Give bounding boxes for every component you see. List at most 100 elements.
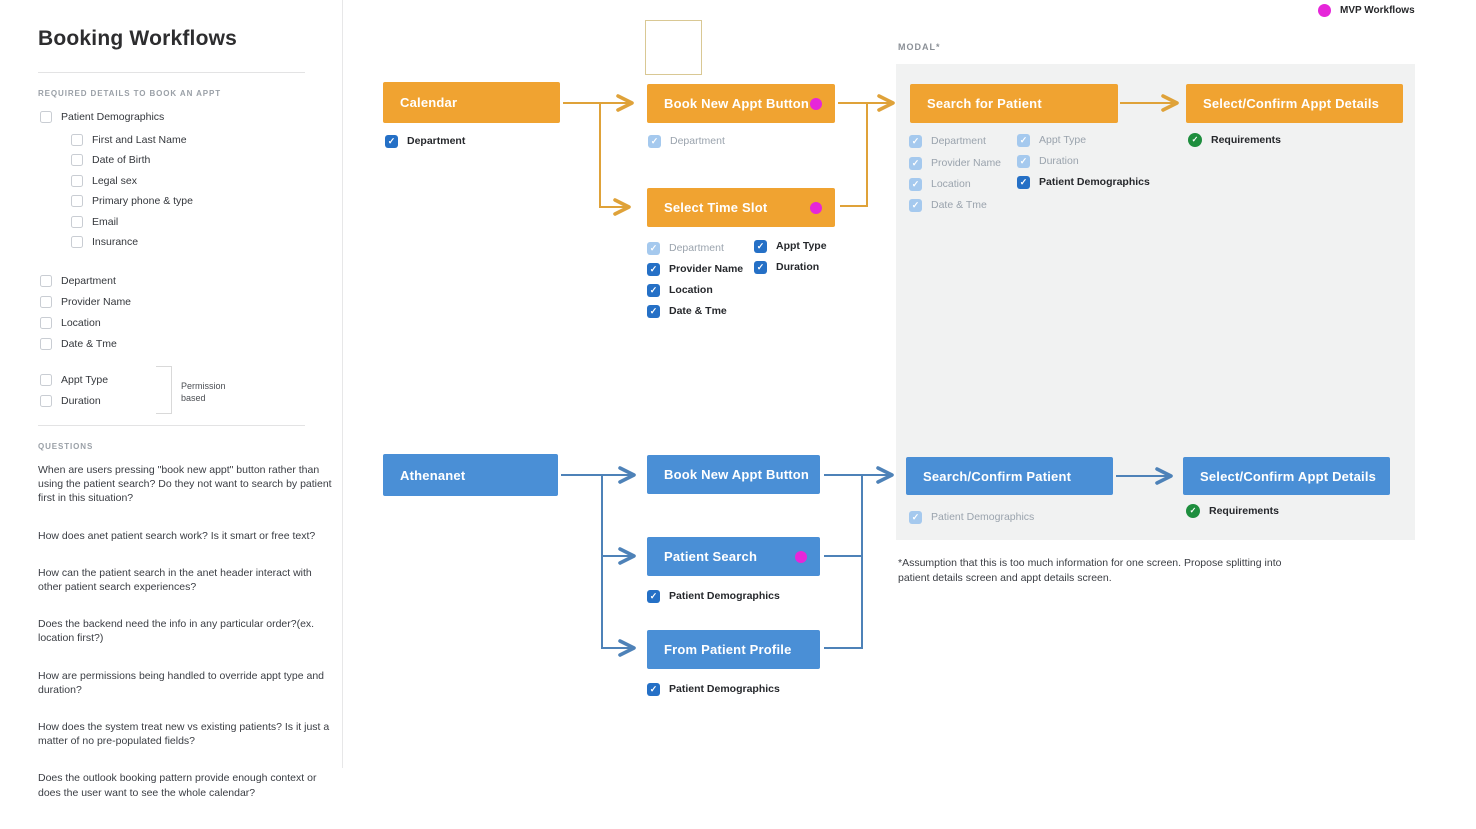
- question-text: How can the patient search in the anet h…: [38, 566, 312, 594]
- check-row-appt-type[interactable]: Appt Type: [1017, 133, 1086, 147]
- checkbox-label: Date & Tme: [931, 199, 987, 211]
- checkbox-icon[interactable]: [71, 195, 83, 207]
- checklist-label: Legal sex: [92, 175, 137, 187]
- checkbox-icon[interactable]: [40, 275, 52, 287]
- empty-shape-box[interactable]: [645, 20, 702, 75]
- checkbox-label: Duration: [776, 261, 820, 273]
- check-row-patient-demographics[interactable]: Patient Demographics: [909, 510, 1034, 524]
- node-label: From Patient Profile: [664, 642, 792, 657]
- checkbox-icon[interactable]: [71, 134, 83, 146]
- check-row-duration[interactable]: Duration: [1017, 154, 1079, 168]
- check-row-provider-name[interactable]: Provider Name: [909, 156, 1001, 170]
- node-select-confirm-appt-details[interactable]: Select/Confirm Appt Details: [1186, 84, 1403, 123]
- checkbox-checked-icon[interactable]: [909, 177, 922, 191]
- checkbox-label: Department: [670, 135, 725, 147]
- checkbox-checked-icon[interactable]: [1017, 175, 1030, 189]
- checkbox-label: Appt Type: [1039, 134, 1087, 146]
- checkbox-checked-icon[interactable]: [1017, 133, 1030, 147]
- checkbox-label: Patient Demographics: [1039, 176, 1150, 188]
- mvp-workflows-legend: MVP Workflows: [1318, 4, 1415, 17]
- checklist-item-date-of-birth[interactable]: Date of Birth: [71, 153, 150, 167]
- check-row-department[interactable]: Department: [648, 134, 725, 148]
- checklist-label: Email: [92, 216, 119, 228]
- checkbox-checked-icon[interactable]: [647, 283, 660, 297]
- node-label: Calendar: [400, 95, 458, 110]
- checkbox-checked-icon[interactable]: [385, 134, 398, 148]
- checklist-item-provider-name[interactable]: Provider Name: [40, 295, 131, 309]
- node-patient-search[interactable]: Patient Search: [647, 537, 820, 576]
- node-athenanet[interactable]: Athenanet: [383, 454, 558, 496]
- node-select-time-slot[interactable]: Select Time Slot: [647, 188, 835, 227]
- checkbox-checked-icon[interactable]: [647, 262, 660, 276]
- node-calendar[interactable]: Calendar: [383, 82, 560, 123]
- node-select-confirm-appt-details-blue[interactable]: Select/Confirm Appt Details: [1183, 457, 1390, 495]
- checklist-label: Appt Type: [61, 374, 109, 386]
- node-book-new-appt-button[interactable]: Book New Appt Button: [647, 84, 835, 123]
- checklist-label: Primary phone & type: [92, 195, 193, 207]
- check-row-patient-demographics[interactable]: Patient Demographics: [1017, 175, 1150, 189]
- mvp-dot-icon: [810, 97, 822, 110]
- checkbox-icon[interactable]: [40, 338, 52, 350]
- checkbox-checked-icon[interactable]: [909, 134, 922, 148]
- check-row-appt-type[interactable]: Appt Type: [754, 239, 827, 253]
- checklist-label: Duration: [61, 395, 101, 407]
- check-row-patient-demographics[interactable]: Patient Demographics: [647, 682, 780, 696]
- checklist-item-patient-demographics[interactable]: Patient Demographics: [40, 110, 164, 124]
- check-row-date-time[interactable]: Date & Tme: [647, 304, 727, 318]
- checkbox-checked-icon[interactable]: [909, 510, 922, 524]
- checkbox-icon[interactable]: [71, 175, 83, 187]
- checklist-label: Date of Birth: [92, 154, 151, 166]
- checkbox-checked-icon[interactable]: [648, 134, 661, 148]
- question-text: Does the backend need the info in any pa…: [38, 618, 315, 645]
- check-row-date-time[interactable]: Date & Tme: [909, 198, 987, 212]
- checklist-item-appt-type[interactable]: Appt Type: [40, 373, 108, 387]
- checkbox-checked-icon[interactable]: [647, 682, 660, 696]
- check-row-location[interactable]: Location: [647, 283, 713, 297]
- checklist-item-primary-phone[interactable]: Primary phone & type: [71, 194, 193, 208]
- requirements-row[interactable]: Requirements: [1188, 132, 1281, 147]
- check-row-patient-demographics[interactable]: Patient Demographics: [647, 589, 780, 603]
- checkbox-label: Location: [669, 284, 713, 296]
- checkbox-checked-icon[interactable]: [754, 260, 767, 274]
- node-label: Search for Patient: [927, 96, 1042, 111]
- checkbox-icon[interactable]: [40, 111, 52, 123]
- checkbox-checked-icon[interactable]: [909, 198, 922, 212]
- checklist-item-email[interactable]: Email: [71, 215, 118, 229]
- node-search-for-patient[interactable]: Search for Patient: [910, 84, 1118, 123]
- checkbox-checked-icon[interactable]: [647, 304, 660, 318]
- node-label: Select/Confirm Appt Details: [1200, 468, 1377, 484]
- checklist-item-legal-sex[interactable]: Legal sex: [71, 174, 137, 188]
- checkbox-icon[interactable]: [40, 317, 52, 329]
- checkbox-icon[interactable]: [40, 395, 52, 407]
- node-book-new-appt-button-blue[interactable]: Book New Appt Button: [647, 455, 820, 494]
- checklist-item-first-last-name[interactable]: First and Last Name: [71, 133, 187, 147]
- check-row-duration[interactable]: Duration: [754, 260, 819, 274]
- checkbox-icon[interactable]: [71, 236, 83, 248]
- checkbox-checked-icon[interactable]: [754, 239, 767, 253]
- assumption-footnote: *Assumption that this is too much inform…: [898, 557, 1282, 584]
- check-row-department[interactable]: Department: [385, 134, 465, 148]
- node-from-patient-profile[interactable]: From Patient Profile: [647, 630, 820, 669]
- checklist-item-department[interactable]: Department: [40, 274, 116, 288]
- checkbox-checked-icon[interactable]: [647, 589, 660, 603]
- checkbox-checked-icon[interactable]: [647, 241, 660, 255]
- checklist-item-location[interactable]: Location: [40, 316, 101, 330]
- checklist-item-insurance[interactable]: Insurance: [71, 235, 138, 249]
- checkbox-icon[interactable]: [40, 296, 52, 308]
- checkbox-checked-icon[interactable]: [909, 156, 922, 170]
- node-search-confirm-patient[interactable]: Search/Confirm Patient: [906, 457, 1113, 495]
- checklist-item-date-time[interactable]: Date & Tme: [40, 337, 117, 351]
- requirements-row[interactable]: Requirements: [1186, 503, 1279, 518]
- checklist-label: Location: [61, 317, 101, 329]
- check-row-department[interactable]: Department: [909, 134, 986, 148]
- checkbox-label: Department: [931, 135, 986, 147]
- checkbox-checked-icon[interactable]: [1017, 154, 1030, 168]
- checkbox-icon[interactable]: [71, 154, 83, 166]
- checkbox-icon[interactable]: [71, 216, 83, 228]
- check-row-department[interactable]: Department: [647, 241, 724, 255]
- node-label: Select Time Slot: [664, 200, 768, 215]
- check-row-provider-name[interactable]: Provider Name: [647, 262, 743, 276]
- check-row-location[interactable]: Location: [909, 177, 971, 191]
- checkbox-icon[interactable]: [40, 374, 52, 386]
- checklist-item-duration[interactable]: Duration: [40, 394, 101, 408]
